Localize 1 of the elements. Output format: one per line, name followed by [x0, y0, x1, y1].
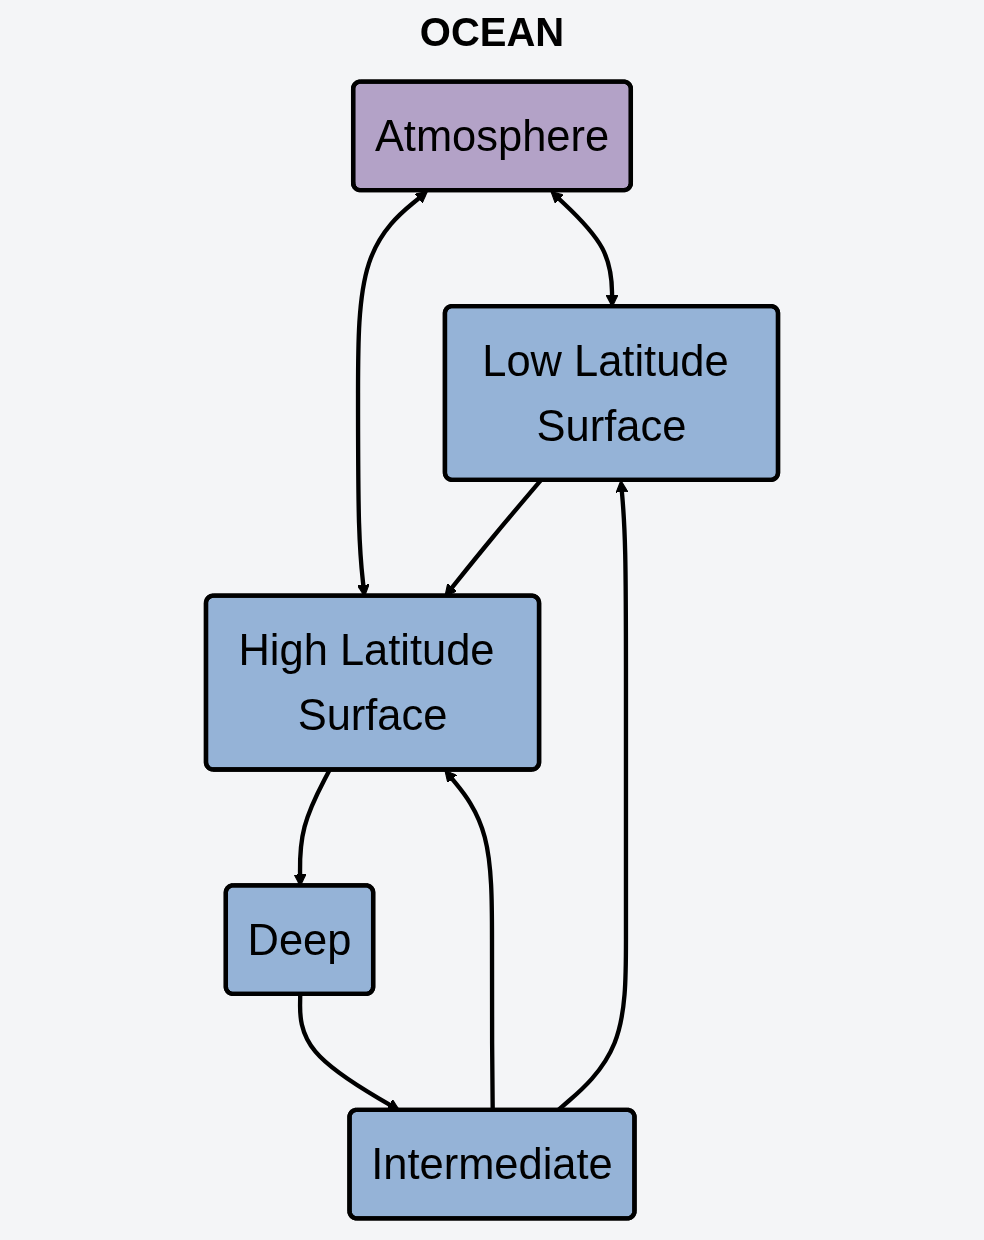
section-heading: OCEAN [419, 10, 565, 55]
